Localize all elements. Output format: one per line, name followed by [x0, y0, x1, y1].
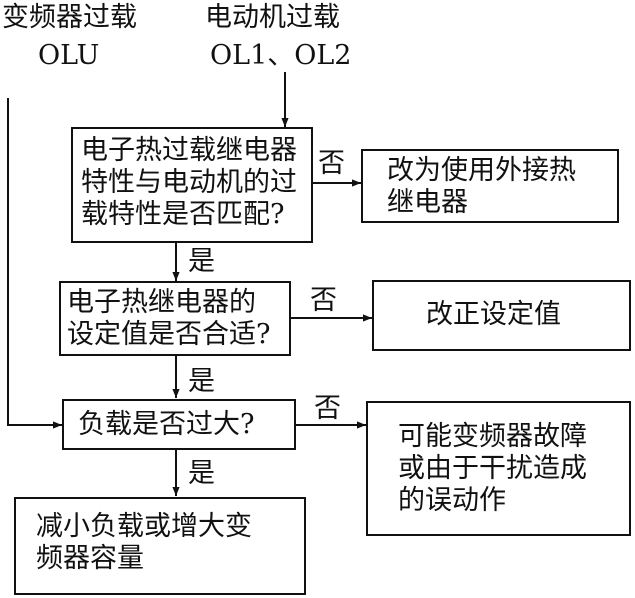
action-text-line: 减小负载或增大变 — [36, 511, 252, 542]
action-text-line: 继电器 — [387, 187, 468, 218]
arrow-inverter-to-q3 — [7, 98, 62, 429]
edge-label-no: 否 — [310, 285, 337, 316]
action-use-external-relay: 改为使用外接热 继电器 — [361, 149, 619, 223]
edge-label-yes: 是 — [188, 458, 215, 489]
action-text-line: 的误动作 — [398, 485, 506, 516]
action-text: 改正设定值 — [426, 299, 561, 330]
action-correct-setting: 改正设定值 — [372, 280, 631, 351]
decision-setting-value-ok: 电子热继电器的 设定值是否合适? — [59, 281, 291, 356]
edge-label-no: 否 — [318, 148, 345, 179]
decision-text-line: 电子热过载继电器 — [81, 135, 297, 166]
edge-label-no: 否 — [314, 393, 341, 424]
action-text-line: 可能变频器故障 — [398, 421, 587, 452]
inverter-overload-title: 变频器过载 — [2, 2, 137, 33]
edge-label-yes: 是 — [188, 246, 215, 277]
decision-text: 负载是否过大? — [78, 409, 255, 440]
decision-text-line: 特性与电动机的过 — [81, 167, 297, 198]
decision-load-too-large: 负载是否过大? — [62, 399, 296, 450]
decision-text-line: 设定值是否合适? — [67, 319, 271, 350]
inverter-overload-code: OLU — [38, 40, 100, 71]
action-text-line: 频器容量 — [36, 543, 144, 574]
action-text-line: 或由于干扰造成 — [398, 453, 587, 484]
edge-label-yes: 是 — [188, 366, 215, 397]
decision-relay-characteristic-match: 电子热过载继电器 特性与电动机的过 载特性是否匹配? — [71, 127, 313, 243]
action-reduce-load-or-upsize-inverter: 减小负载或增大变 频器容量 — [14, 497, 306, 595]
motor-overload-code: OL1、OL2 — [210, 40, 352, 71]
action-possible-fault-or-interference: 可能变频器故障 或由于干扰造成 的误动作 — [366, 401, 631, 536]
motor-overload-title: 电动机过载 — [205, 2, 340, 33]
decision-text-line: 电子热继电器的 — [67, 287, 256, 318]
action-text-line: 改为使用外接热 — [387, 155, 576, 186]
decision-text-line: 载特性是否匹配? — [81, 199, 285, 230]
